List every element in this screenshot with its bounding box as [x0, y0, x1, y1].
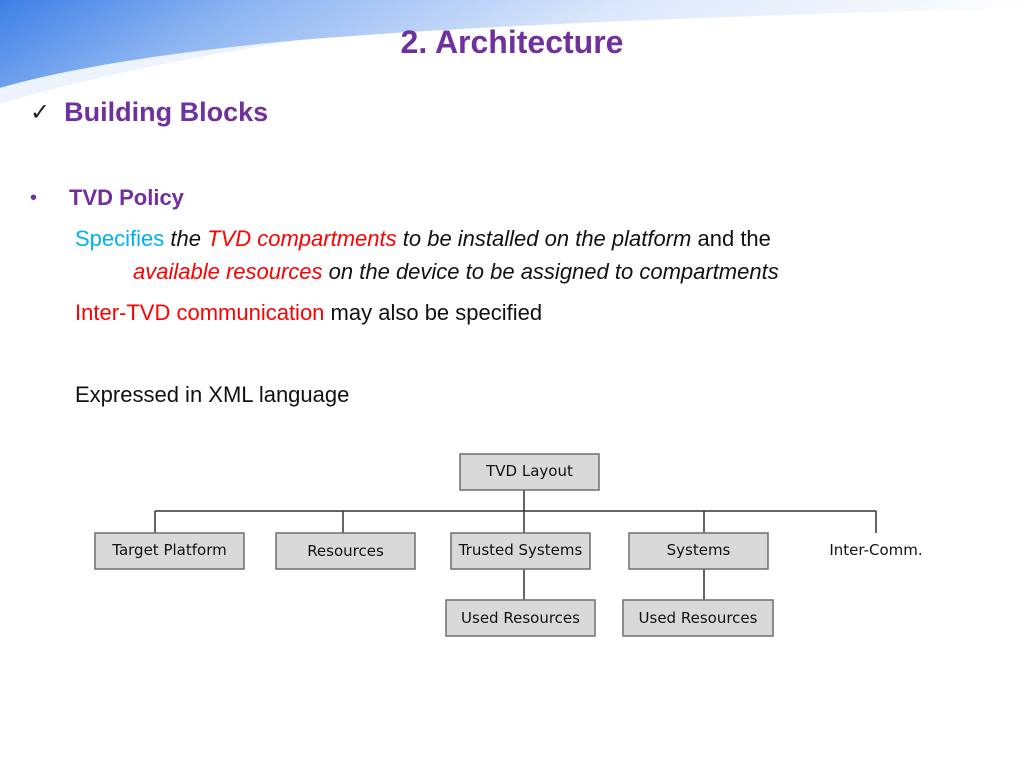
section-heading: ✓ Building Blocks — [30, 94, 268, 130]
diagram-node-resources: Resources — [275, 532, 416, 570]
bullet-item: • TVD Policy — [30, 183, 184, 213]
body-line-3: Inter-TVD communication may also be spec… — [75, 298, 542, 328]
checkmark-icon: ✓ — [30, 98, 51, 126]
bullet-item-text: TVD Policy — [69, 185, 184, 210]
bullet-dot-icon: • — [30, 186, 38, 209]
body-line-1: Specifies the TVD compartments to be ins… — [75, 224, 771, 254]
section-heading-text: Building Blocks — [64, 96, 269, 127]
node-label-systems: Systems — [667, 541, 731, 559]
diagram-node-target-platform: Target Platform — [94, 532, 245, 570]
slide-title: 2. Architecture — [400, 24, 624, 60]
body-line-2: available resources on the device to be … — [133, 257, 779, 287]
node-label-used-resources-trusted: Used Resources — [461, 609, 580, 627]
text-may-also-be-specified: may also be specified — [330, 300, 543, 325]
text-the: the — [170, 226, 201, 251]
text-on-the-device: on the device to be assigned to compartm… — [328, 259, 779, 284]
text-to-be-installed: to be installed on the platform — [402, 226, 692, 251]
node-label-trusted-systems: Trusted Systems — [458, 541, 583, 559]
diagram-node-tvd-layout: TVD Layout — [459, 453, 600, 491]
node-label-inter-comm: Inter-Comm. — [829, 541, 922, 559]
node-label-target-platform: Target Platform — [111, 541, 226, 559]
text-expressed-in-xml: Expressed in XML language — [75, 382, 350, 407]
text-available-resources: available resources — [133, 259, 323, 284]
text-inter-tvd-communication: Inter-TVD communication — [75, 300, 325, 325]
text-tvd-compartments: TVD compartments — [207, 226, 397, 251]
text-specifies: Specifies — [75, 226, 165, 251]
node-label-tvd-layout: TVD Layout — [485, 462, 573, 480]
diagram-node-used-resources-trusted: Used Resources — [445, 599, 596, 637]
node-label-used-resources-systems: Used Resources — [639, 609, 758, 627]
background-wave-decoration — [0, 0, 1024, 104]
diagram-node-trusted-systems: Trusted Systems — [450, 532, 591, 570]
node-label-resources: Resources — [307, 542, 384, 560]
body-line-4: Expressed in XML language — [75, 380, 349, 410]
diagram-node-systems: Systems — [628, 532, 769, 570]
text-and-the: and the — [697, 226, 771, 251]
diagram-node-used-resources-systems: Used Resources — [622, 599, 774, 637]
